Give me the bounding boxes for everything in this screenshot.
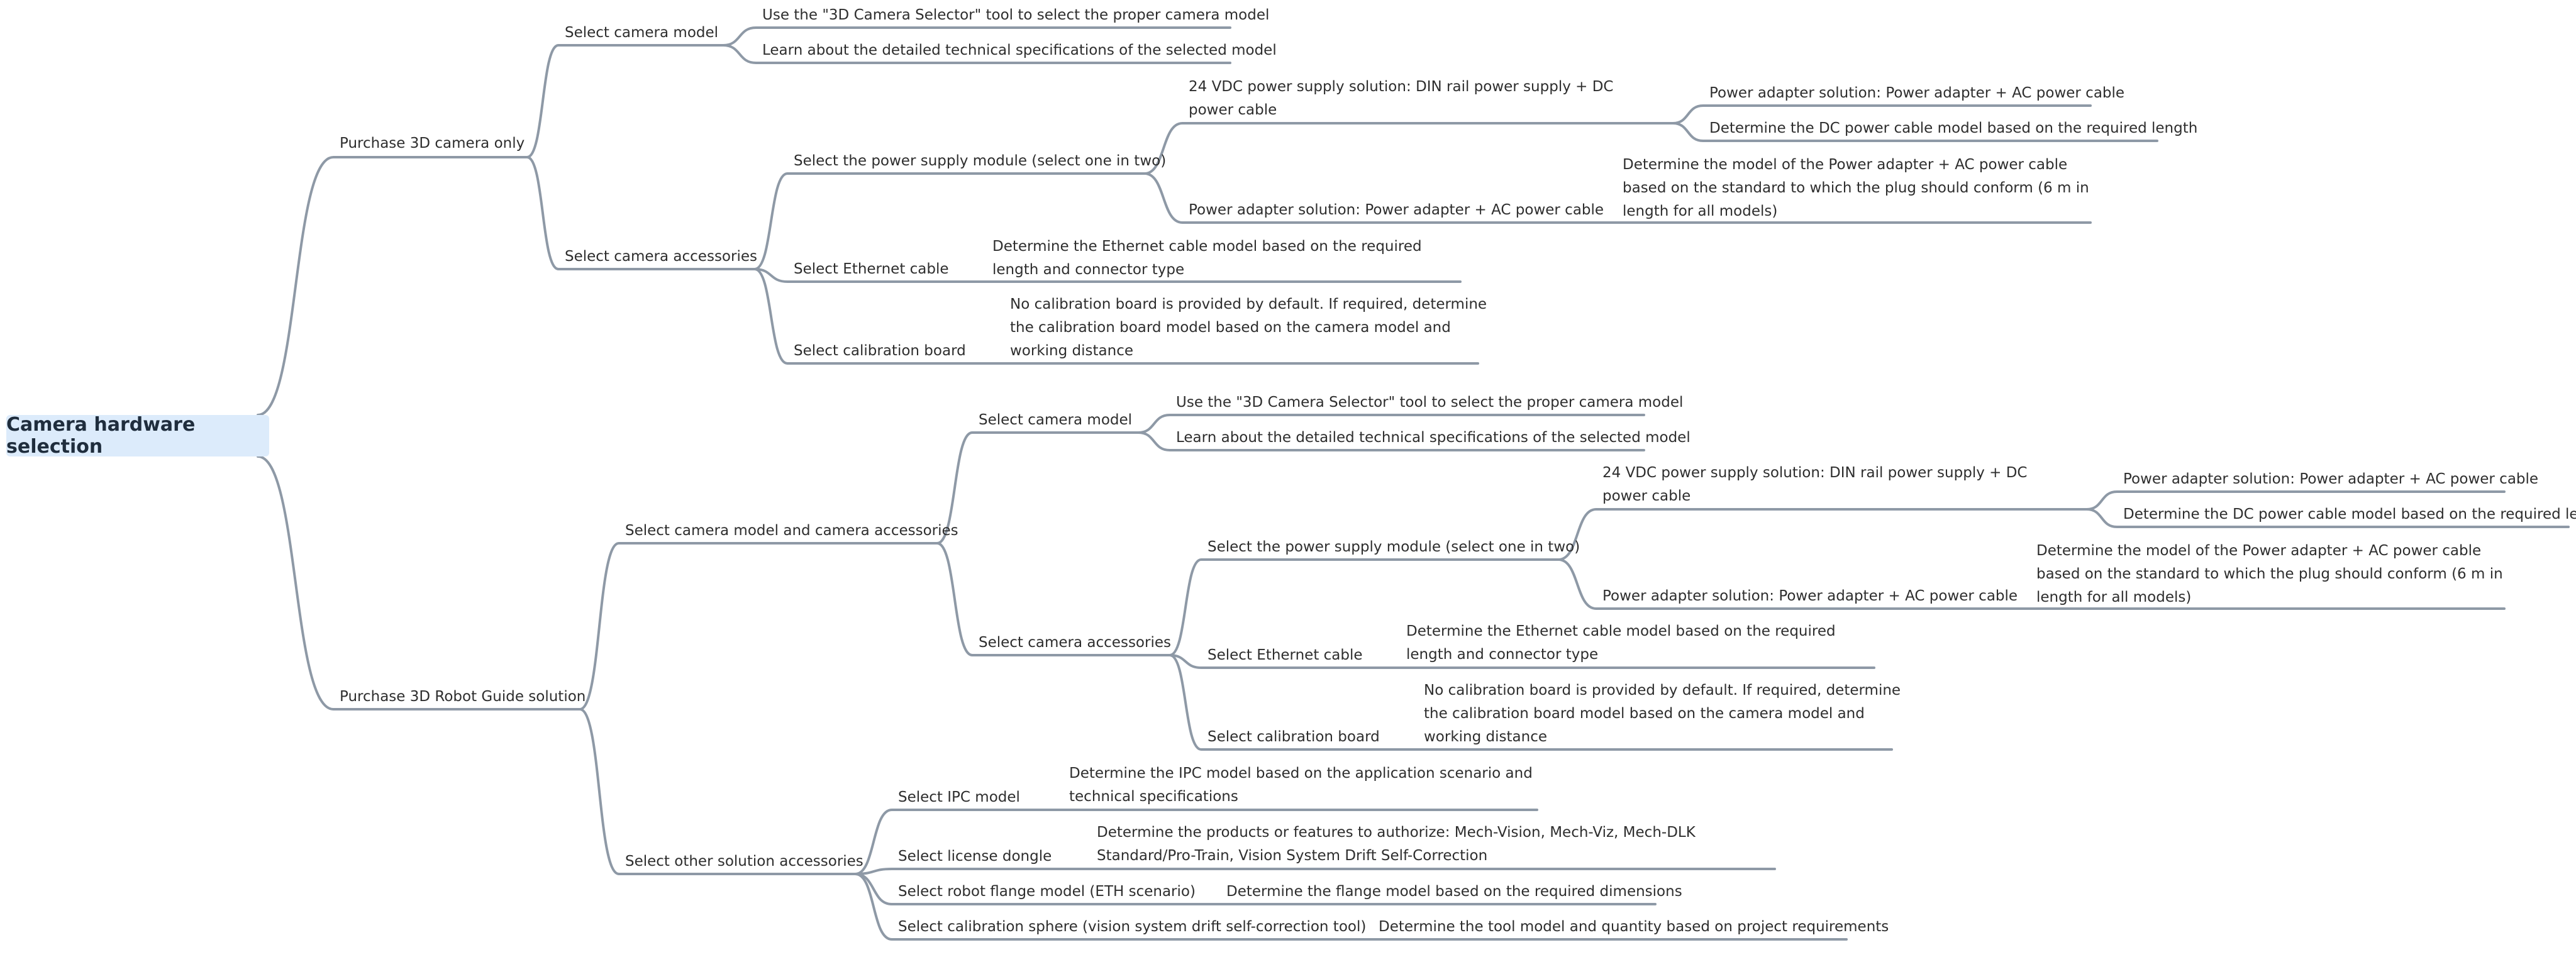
leaf-license-dongle-detail[interactable]: Determine the products or features to au… bbox=[1097, 824, 1696, 864]
link-camera-accessories-2 bbox=[936, 542, 1171, 656]
link-tool-2 bbox=[1137, 414, 1645, 434]
link-dongle bbox=[854, 868, 1067, 875]
link-adapter-2 bbox=[1557, 558, 2506, 610]
topic-select-calibration-board[interactable]: Select calibration board bbox=[794, 343, 966, 359]
leaf-power-adapter-model-detail-2[interactable]: Determine the model of the Power adapter… bbox=[2036, 543, 2503, 605]
link-root-camera-only bbox=[257, 156, 528, 416]
topic-select-camera-accessories-2[interactable]: Select camera accessories bbox=[979, 634, 1171, 651]
topic-select-other-accessories[interactable]: Select other solution accessories bbox=[625, 853, 863, 870]
link-model-accessories bbox=[579, 542, 938, 710]
topic-purchase-robot-guide[interactable]: Purchase 3D Robot Guide solution bbox=[340, 688, 586, 705]
link-vdc bbox=[1143, 122, 1674, 175]
topic-select-camera-model-2[interactable]: Select camera model bbox=[979, 412, 1133, 428]
leaf-dc-cable-model[interactable]: Determine the DC power cable model based… bbox=[1709, 120, 2198, 136]
leaf-camera-selector-tool-2[interactable]: Use the "3D Camera Selector" tool to sel… bbox=[1176, 394, 1684, 411]
leaf-dc-cable-model-2[interactable]: Determine the DC power cable model based… bbox=[2123, 506, 2576, 522]
leaf-calibration-board-detail[interactable]: No calibration board is provided by defa… bbox=[1010, 296, 1487, 359]
link-adapter bbox=[1143, 172, 2092, 224]
link-sphere bbox=[854, 873, 1350, 941]
link-specs bbox=[722, 44, 1231, 64]
leaf-calibration-board-detail-2[interactable]: No calibration board is provided by defa… bbox=[1424, 682, 1901, 745]
leaf-vdc-power-adapter-solution-2[interactable]: Power adapter solution: Power adapter + … bbox=[2123, 471, 2539, 487]
link-other bbox=[579, 708, 857, 875]
leaf-24vdc-solution[interactable]: 24 VDC power supply solution: DIN rail p… bbox=[1189, 79, 1614, 118]
topic-select-power-supply[interactable]: Select the power supply module (select o… bbox=[794, 153, 1167, 169]
link-specs-2 bbox=[1137, 431, 1645, 451]
link-camera-model-2 bbox=[936, 431, 1140, 545]
link-root-robot-guide bbox=[257, 455, 581, 710]
leaf-ethernet-cable-model[interactable]: Determine the Ethernet cable model based… bbox=[992, 238, 1422, 278]
topic-select-ipc-model[interactable]: Select IPC model bbox=[898, 789, 1020, 805]
leaf-power-adapter-solution[interactable]: Power adapter solution: Power adapter + … bbox=[1189, 202, 1604, 218]
topic-select-camera-accessories[interactable]: Select camera accessories bbox=[565, 248, 757, 265]
link-power bbox=[753, 172, 1146, 270]
link-tool bbox=[722, 26, 1231, 47]
leaf-tool-model-detail[interactable]: Determine the tool model and quantity ba… bbox=[1379, 919, 1889, 935]
link-vdc-adapter-2 bbox=[2085, 490, 2506, 511]
leaf-power-adapter-model-detail[interactable]: Determine the model of the Power adapter… bbox=[1623, 157, 2089, 219]
leaf-technical-specifications[interactable]: Learn about the detailed technical speci… bbox=[762, 42, 1277, 58]
leaf-power-adapter-solution-2[interactable]: Power adapter solution: Power adapter + … bbox=[1602, 588, 2018, 604]
topic-select-camera-model[interactable]: Select camera model bbox=[565, 25, 719, 41]
link-vdc-dc-cable bbox=[1672, 122, 2158, 142]
link-camera-model bbox=[526, 44, 724, 158]
link-power-2 bbox=[1169, 558, 1560, 656]
link-ethernet bbox=[753, 268, 963, 283]
leaf-vdc-power-adapter-solution[interactable]: Power adapter solution: Power adapter + … bbox=[1709, 85, 2125, 101]
topic-select-power-supply-2[interactable]: Select the power supply module (select o… bbox=[1208, 539, 1580, 555]
link-vdc-adapter bbox=[1672, 104, 2092, 124]
leaf-technical-specifications-2[interactable]: Learn about the detailed technical speci… bbox=[1176, 429, 1690, 446]
root-topic[interactable]: Camera hardware selection bbox=[6, 414, 269, 458]
topic-select-ethernet-cable[interactable]: Select Ethernet cable bbox=[794, 261, 949, 277]
link-calibration bbox=[753, 268, 982, 365]
link-ipc bbox=[854, 809, 1039, 875]
topic-select-calibration-board-2[interactable]: Select calibration board bbox=[1208, 729, 1380, 745]
topic-select-license-dongle[interactable]: Select license dongle bbox=[898, 848, 1052, 865]
link-camera-accessories bbox=[526, 156, 756, 270]
leaf-24vdc-solution-2[interactable]: 24 VDC power supply solution: DIN rail p… bbox=[1602, 465, 2028, 504]
topic-select-model-and-accessories[interactable]: Select camera model and camera accessori… bbox=[625, 522, 958, 539]
topic-select-robot-flange[interactable]: Select robot flange model (ETH scenario) bbox=[898, 883, 1196, 900]
topic-select-calibration-sphere[interactable]: Select calibration sphere (vision system… bbox=[898, 919, 1367, 935]
link-calibration-2 bbox=[1169, 654, 1396, 751]
link-vdc-2 bbox=[1557, 508, 2088, 561]
link-vdc-dc-cable-2 bbox=[2085, 508, 2570, 528]
leaf-ethernet-cable-model-2[interactable]: Determine the Ethernet cable model based… bbox=[1406, 623, 1836, 663]
leaf-ipc-model-detail[interactable]: Determine the IPC model based on the app… bbox=[1069, 765, 1533, 805]
leaf-flange-model-detail[interactable]: Determine the flange model based on the … bbox=[1226, 883, 1682, 900]
link-ethernet-2 bbox=[1169, 654, 1377, 669]
leaf-camera-selector-tool[interactable]: Use the "3D Camera Selector" tool to sel… bbox=[762, 7, 1270, 23]
topic-select-ethernet-cable-2[interactable]: Select Ethernet cable bbox=[1208, 647, 1363, 663]
topic-purchase-camera-only[interactable]: Purchase 3D camera only bbox=[340, 135, 525, 152]
